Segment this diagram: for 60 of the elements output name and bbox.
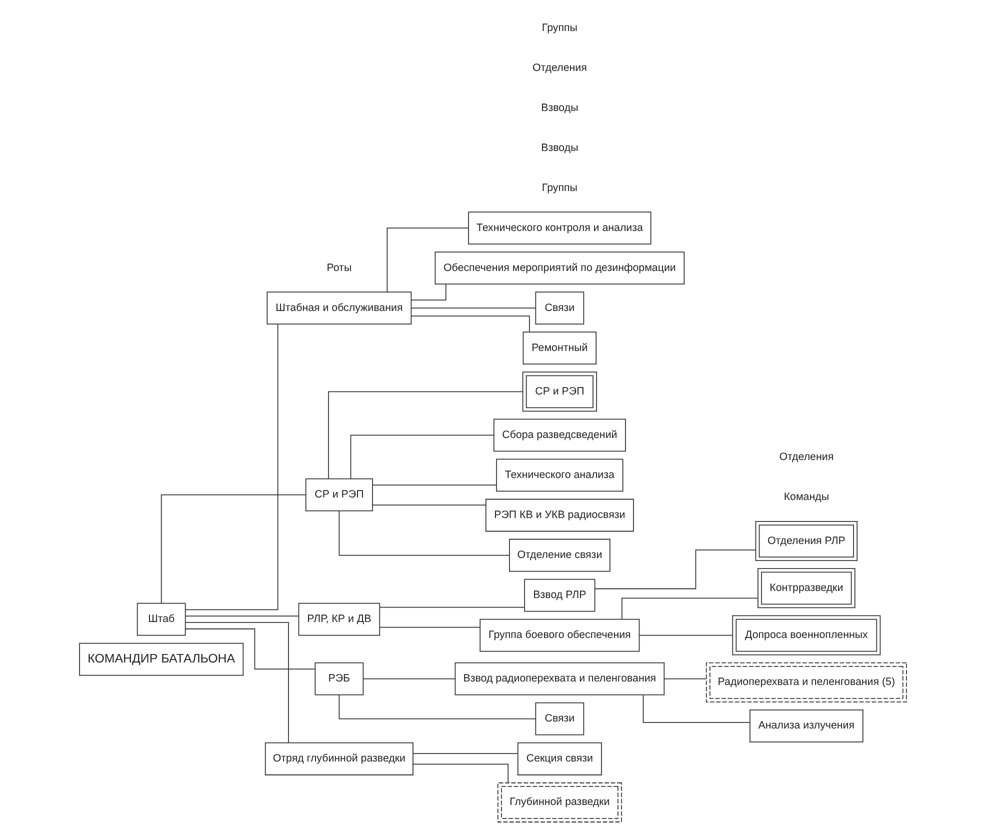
node-box: Контрразведки (758, 568, 856, 608)
node-box: Взвод РЛР (524, 578, 596, 612)
label: Команды (784, 491, 829, 504)
connector (328, 391, 523, 480)
node-box: Обеспечения мероприятий по дезинформации (434, 252, 685, 285)
connector (379, 606, 525, 608)
connector (184, 628, 316, 670)
connector (594, 549, 756, 590)
label: Группы (542, 182, 578, 194)
node-box: Допроса военнопленных (732, 615, 881, 656)
node-box: Глубинной разведки (497, 782, 622, 822)
connector (412, 753, 518, 754)
node-box: СР и РЭП (522, 372, 598, 412)
node-box: КОМАНДИР БАТАЛЬОНА (79, 642, 244, 676)
node-box: Группа боевого обеспечения (480, 618, 640, 652)
node-box: Связи (535, 702, 584, 736)
connector (160, 494, 306, 604)
node-box: Технического анализа (496, 458, 624, 492)
node-box: Отряд глубинной разведки (264, 742, 414, 776)
label: Роты (326, 262, 352, 274)
label: Отделения (779, 451, 834, 464)
connector (412, 764, 509, 784)
connector (372, 504, 486, 506)
node-box: Связи (535, 292, 584, 325)
node-box: Сбора разведсведений (493, 418, 626, 452)
node-box: Штабная и обслуживания (266, 292, 412, 325)
connector (379, 626, 480, 628)
connector (338, 694, 536, 720)
node-box: Секция связи (517, 742, 602, 776)
label: Взводы (541, 142, 578, 154)
connector (410, 284, 446, 301)
connector (664, 678, 707, 680)
node-box: Взвод радиоперехвата и пеленгования (454, 662, 665, 696)
connector (410, 308, 536, 309)
connector (350, 434, 494, 479)
connector (410, 316, 530, 332)
node-box: СР и РЭП (305, 478, 373, 512)
connector (642, 694, 750, 723)
node-box: РЭП КВ и УКВ радиосвязи (485, 498, 634, 532)
node-box: РЛР, КР и ДВ (298, 602, 380, 636)
label: Отделения (532, 62, 587, 74)
connector (185, 616, 299, 617)
connector (386, 228, 469, 292)
connector (185, 324, 278, 610)
node-box: Анализа излучения (750, 710, 864, 742)
connector (372, 484, 497, 486)
label: Группы (542, 22, 578, 34)
node-box: Отделения РЛР (755, 521, 858, 562)
node-box: РЭБ (314, 662, 364, 696)
connector (362, 678, 456, 680)
label: Взводы (541, 102, 578, 114)
connector (639, 634, 733, 636)
connector (621, 598, 758, 620)
node-box: Отделение связи (509, 538, 610, 572)
connector (185, 622, 289, 744)
node-box: Штаб (136, 602, 186, 636)
node-box: Ремонтный (522, 332, 597, 365)
connector (338, 510, 510, 556)
node-box: Радиоперехвата и пеленгования (5) (706, 662, 907, 702)
node-box: Технического контроля и анализа (468, 212, 652, 244)
